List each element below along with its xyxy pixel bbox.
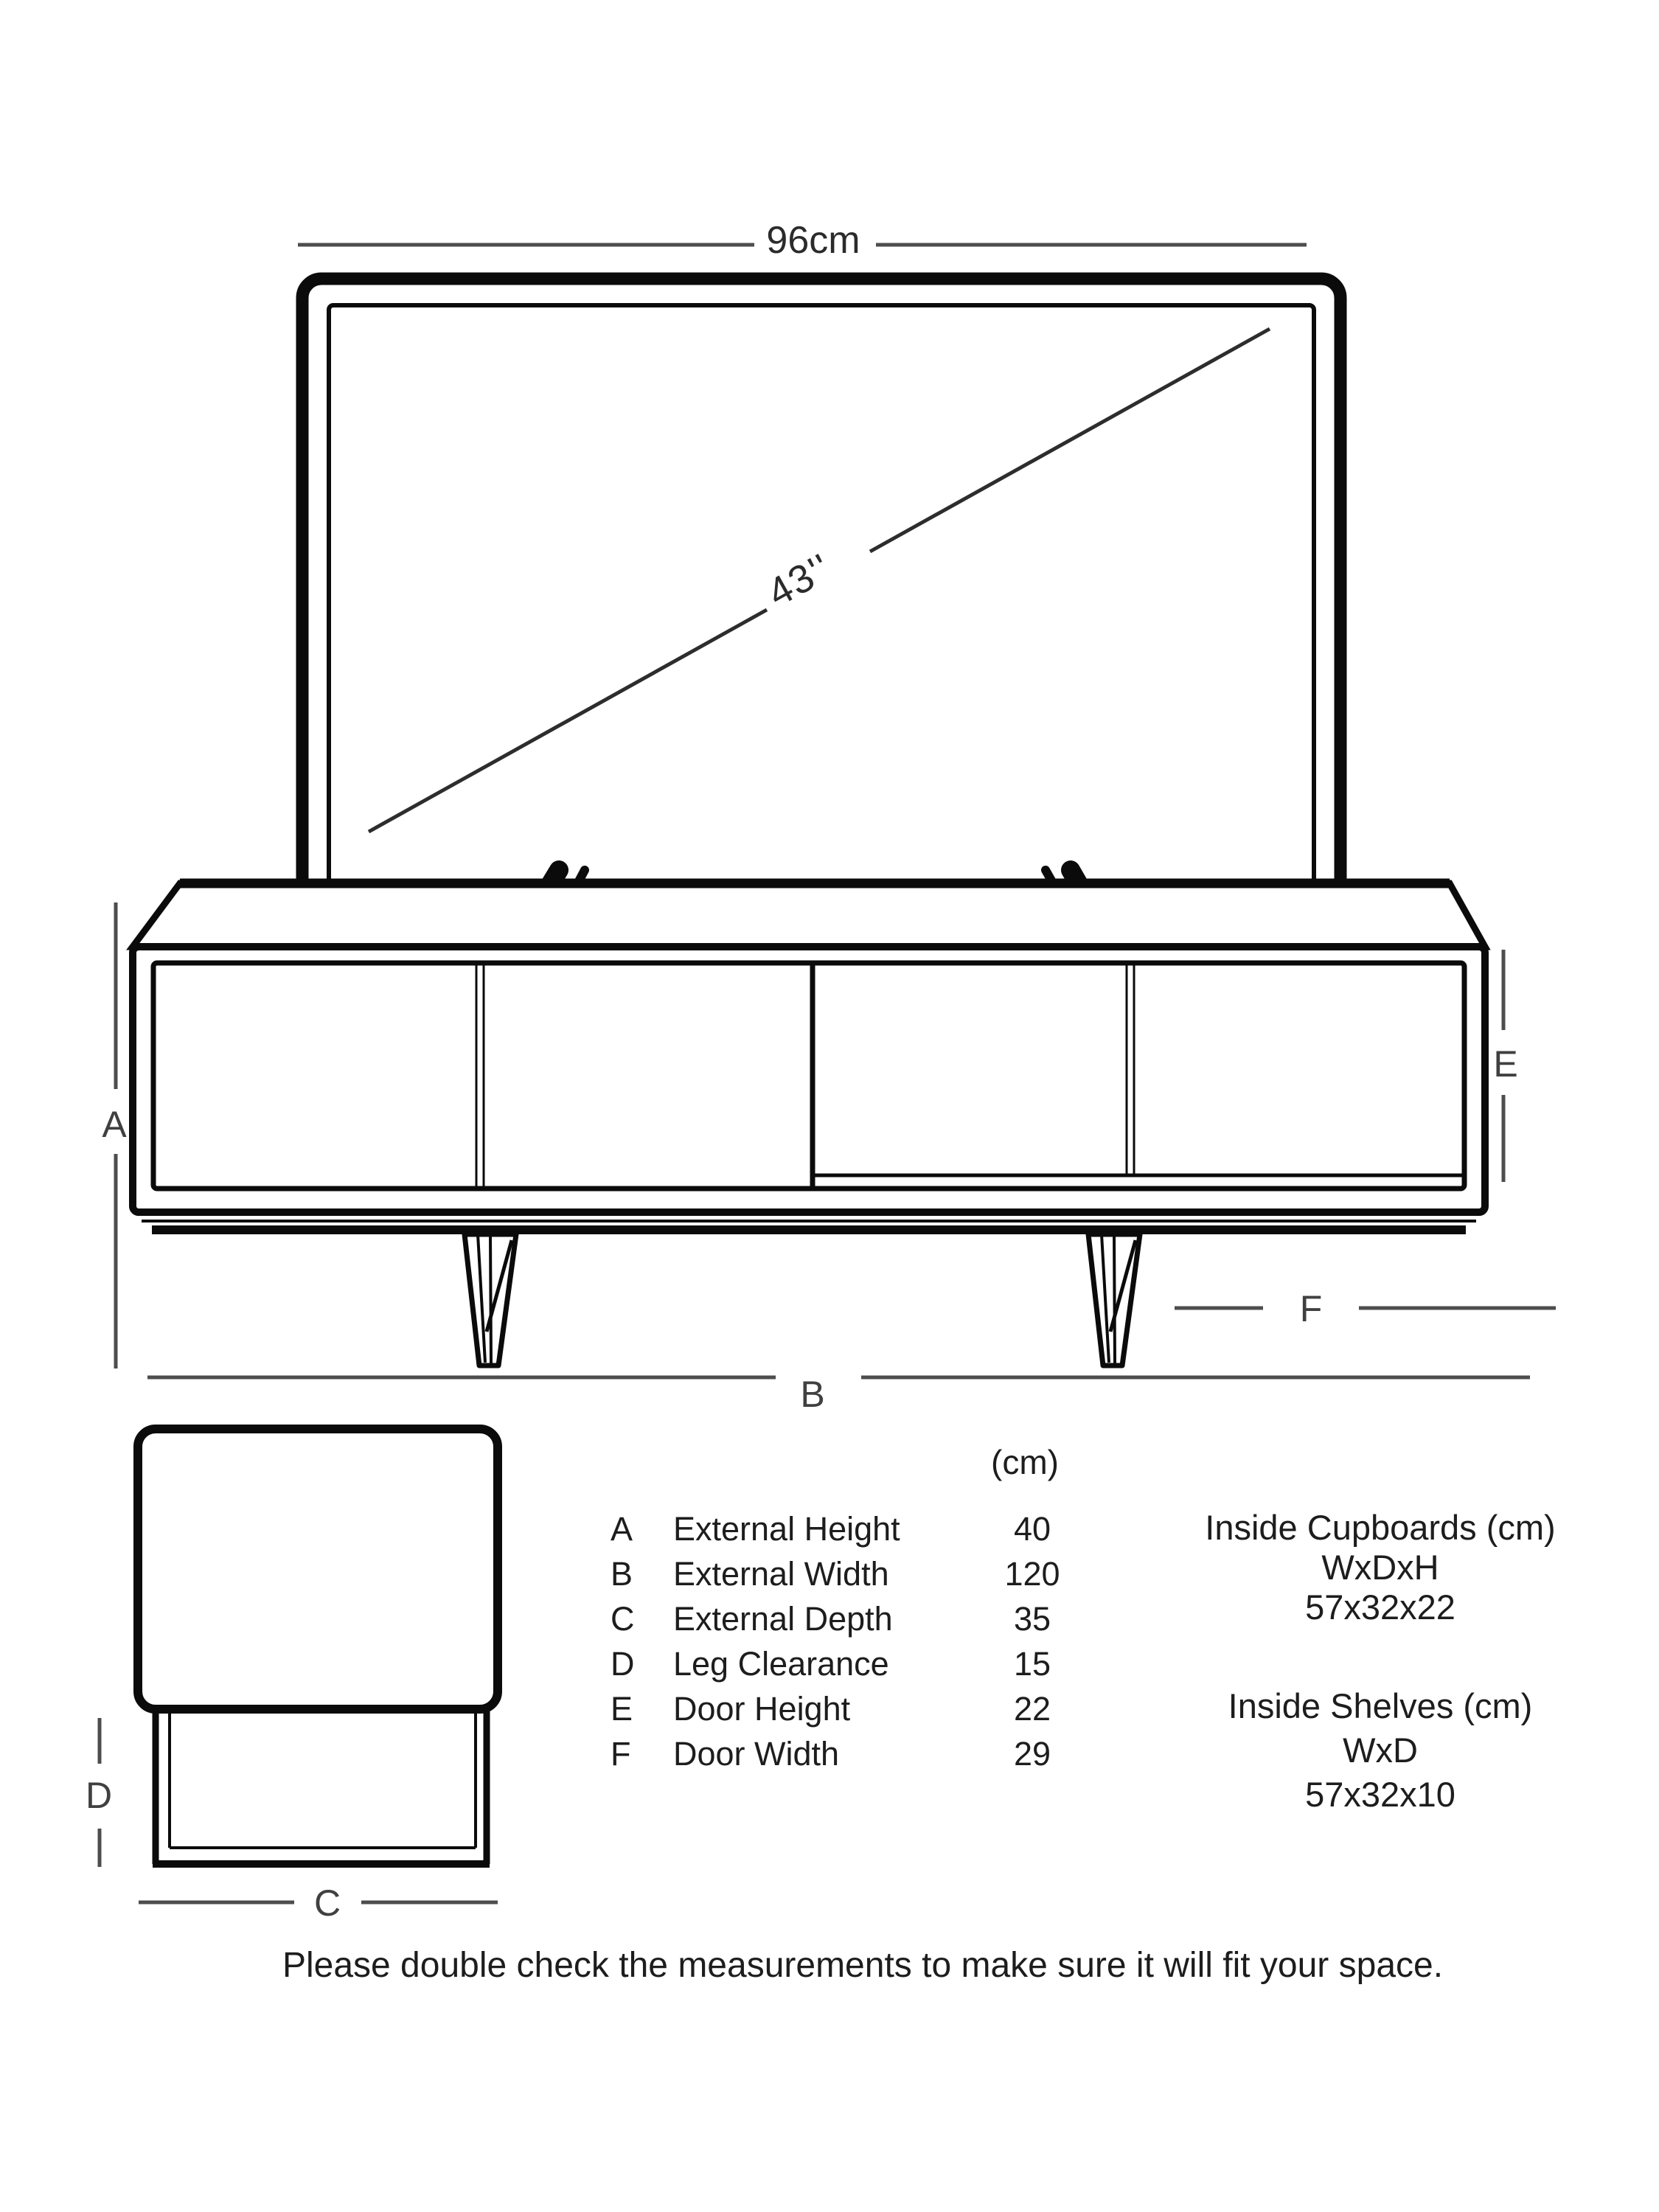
dim-letter-a: A: [102, 1104, 127, 1145]
row-value: 120: [1004, 1555, 1060, 1593]
inside-shelves-dims: WxD: [1343, 1731, 1418, 1770]
row-value: 40: [1013, 1510, 1051, 1548]
dim-letter-f: F: [1299, 1288, 1323, 1329]
row-letter: B: [611, 1555, 633, 1593]
row-label: External Height: [673, 1510, 900, 1548]
inside-shelves-title: Inside Shelves (cm): [1228, 1686, 1533, 1725]
row-letter: D: [611, 1645, 635, 1683]
cabinet-front: [129, 943, 1489, 1234]
row-label: Door Width: [673, 1735, 840, 1773]
sideview-body: [133, 1425, 502, 1714]
cabinet-leg-left: [462, 1231, 519, 1368]
inside-cupboards-value: 57x32x22: [1305, 1587, 1455, 1627]
row-label: External Width: [673, 1555, 889, 1593]
row-letter: E: [611, 1690, 633, 1728]
tv-diagonal-line: [367, 327, 1271, 834]
row-label: Door Height: [673, 1690, 851, 1728]
tv-screen: [327, 303, 1316, 888]
row-value: 15: [1013, 1645, 1051, 1683]
table-unit-header: (cm): [991, 1443, 1059, 1481]
row-letter: F: [611, 1735, 631, 1773]
inside-cupboards-dims: WxDxH: [1321, 1548, 1439, 1587]
measurement-note: Please double check the measurements to …: [282, 1946, 1444, 1985]
sideview-leg-frame: [152, 1709, 490, 1868]
cabinet-leg-right: [1085, 1231, 1143, 1368]
row-value: 22: [1013, 1690, 1051, 1728]
tv-width-label: 96cm: [766, 219, 860, 262]
dim-letter-b: B: [800, 1374, 825, 1415]
cabinet-door-frame: [150, 960, 1467, 1192]
inside-shelves-value: 57x32x10: [1305, 1775, 1455, 1814]
dim-letter-c: C: [313, 1882, 341, 1924]
row-label: Leg Clearance: [673, 1645, 889, 1683]
row-label: External Depth: [673, 1600, 893, 1638]
row-letter: C: [611, 1600, 635, 1638]
dim-letter-e: E: [1493, 1043, 1518, 1085]
inside-cupboards-title: Inside Cupboards (cm): [1205, 1508, 1556, 1547]
row-value: 35: [1013, 1600, 1051, 1638]
row-value: 29: [1013, 1735, 1051, 1773]
cabinet-top-face: [126, 878, 1491, 950]
tv-outline: [296, 272, 1347, 934]
row-letter: A: [611, 1510, 633, 1548]
dim-letter-d: D: [85, 1775, 113, 1816]
